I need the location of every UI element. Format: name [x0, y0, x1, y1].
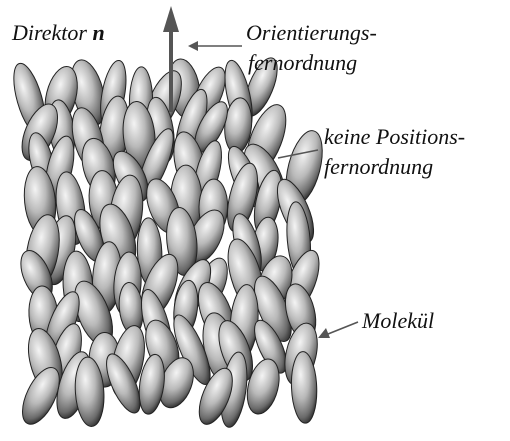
director-label: Direktor n	[12, 20, 105, 46]
molecule-cluster	[7, 54, 329, 430]
position-label-line2: fernordnung	[324, 154, 433, 180]
position-label-line1: keine Positions-	[324, 124, 465, 150]
orientation-label-line2: fernordnung	[248, 50, 357, 76]
molecule-leader-arrow	[318, 322, 358, 338]
molecule-label: Molekül	[362, 308, 434, 334]
director-symbol: n	[92, 20, 104, 45]
orientation-label-line1: Orientierungs-	[246, 20, 377, 46]
orientation-leader-arrow	[188, 41, 242, 51]
director-label-text: Direktor	[12, 20, 92, 45]
